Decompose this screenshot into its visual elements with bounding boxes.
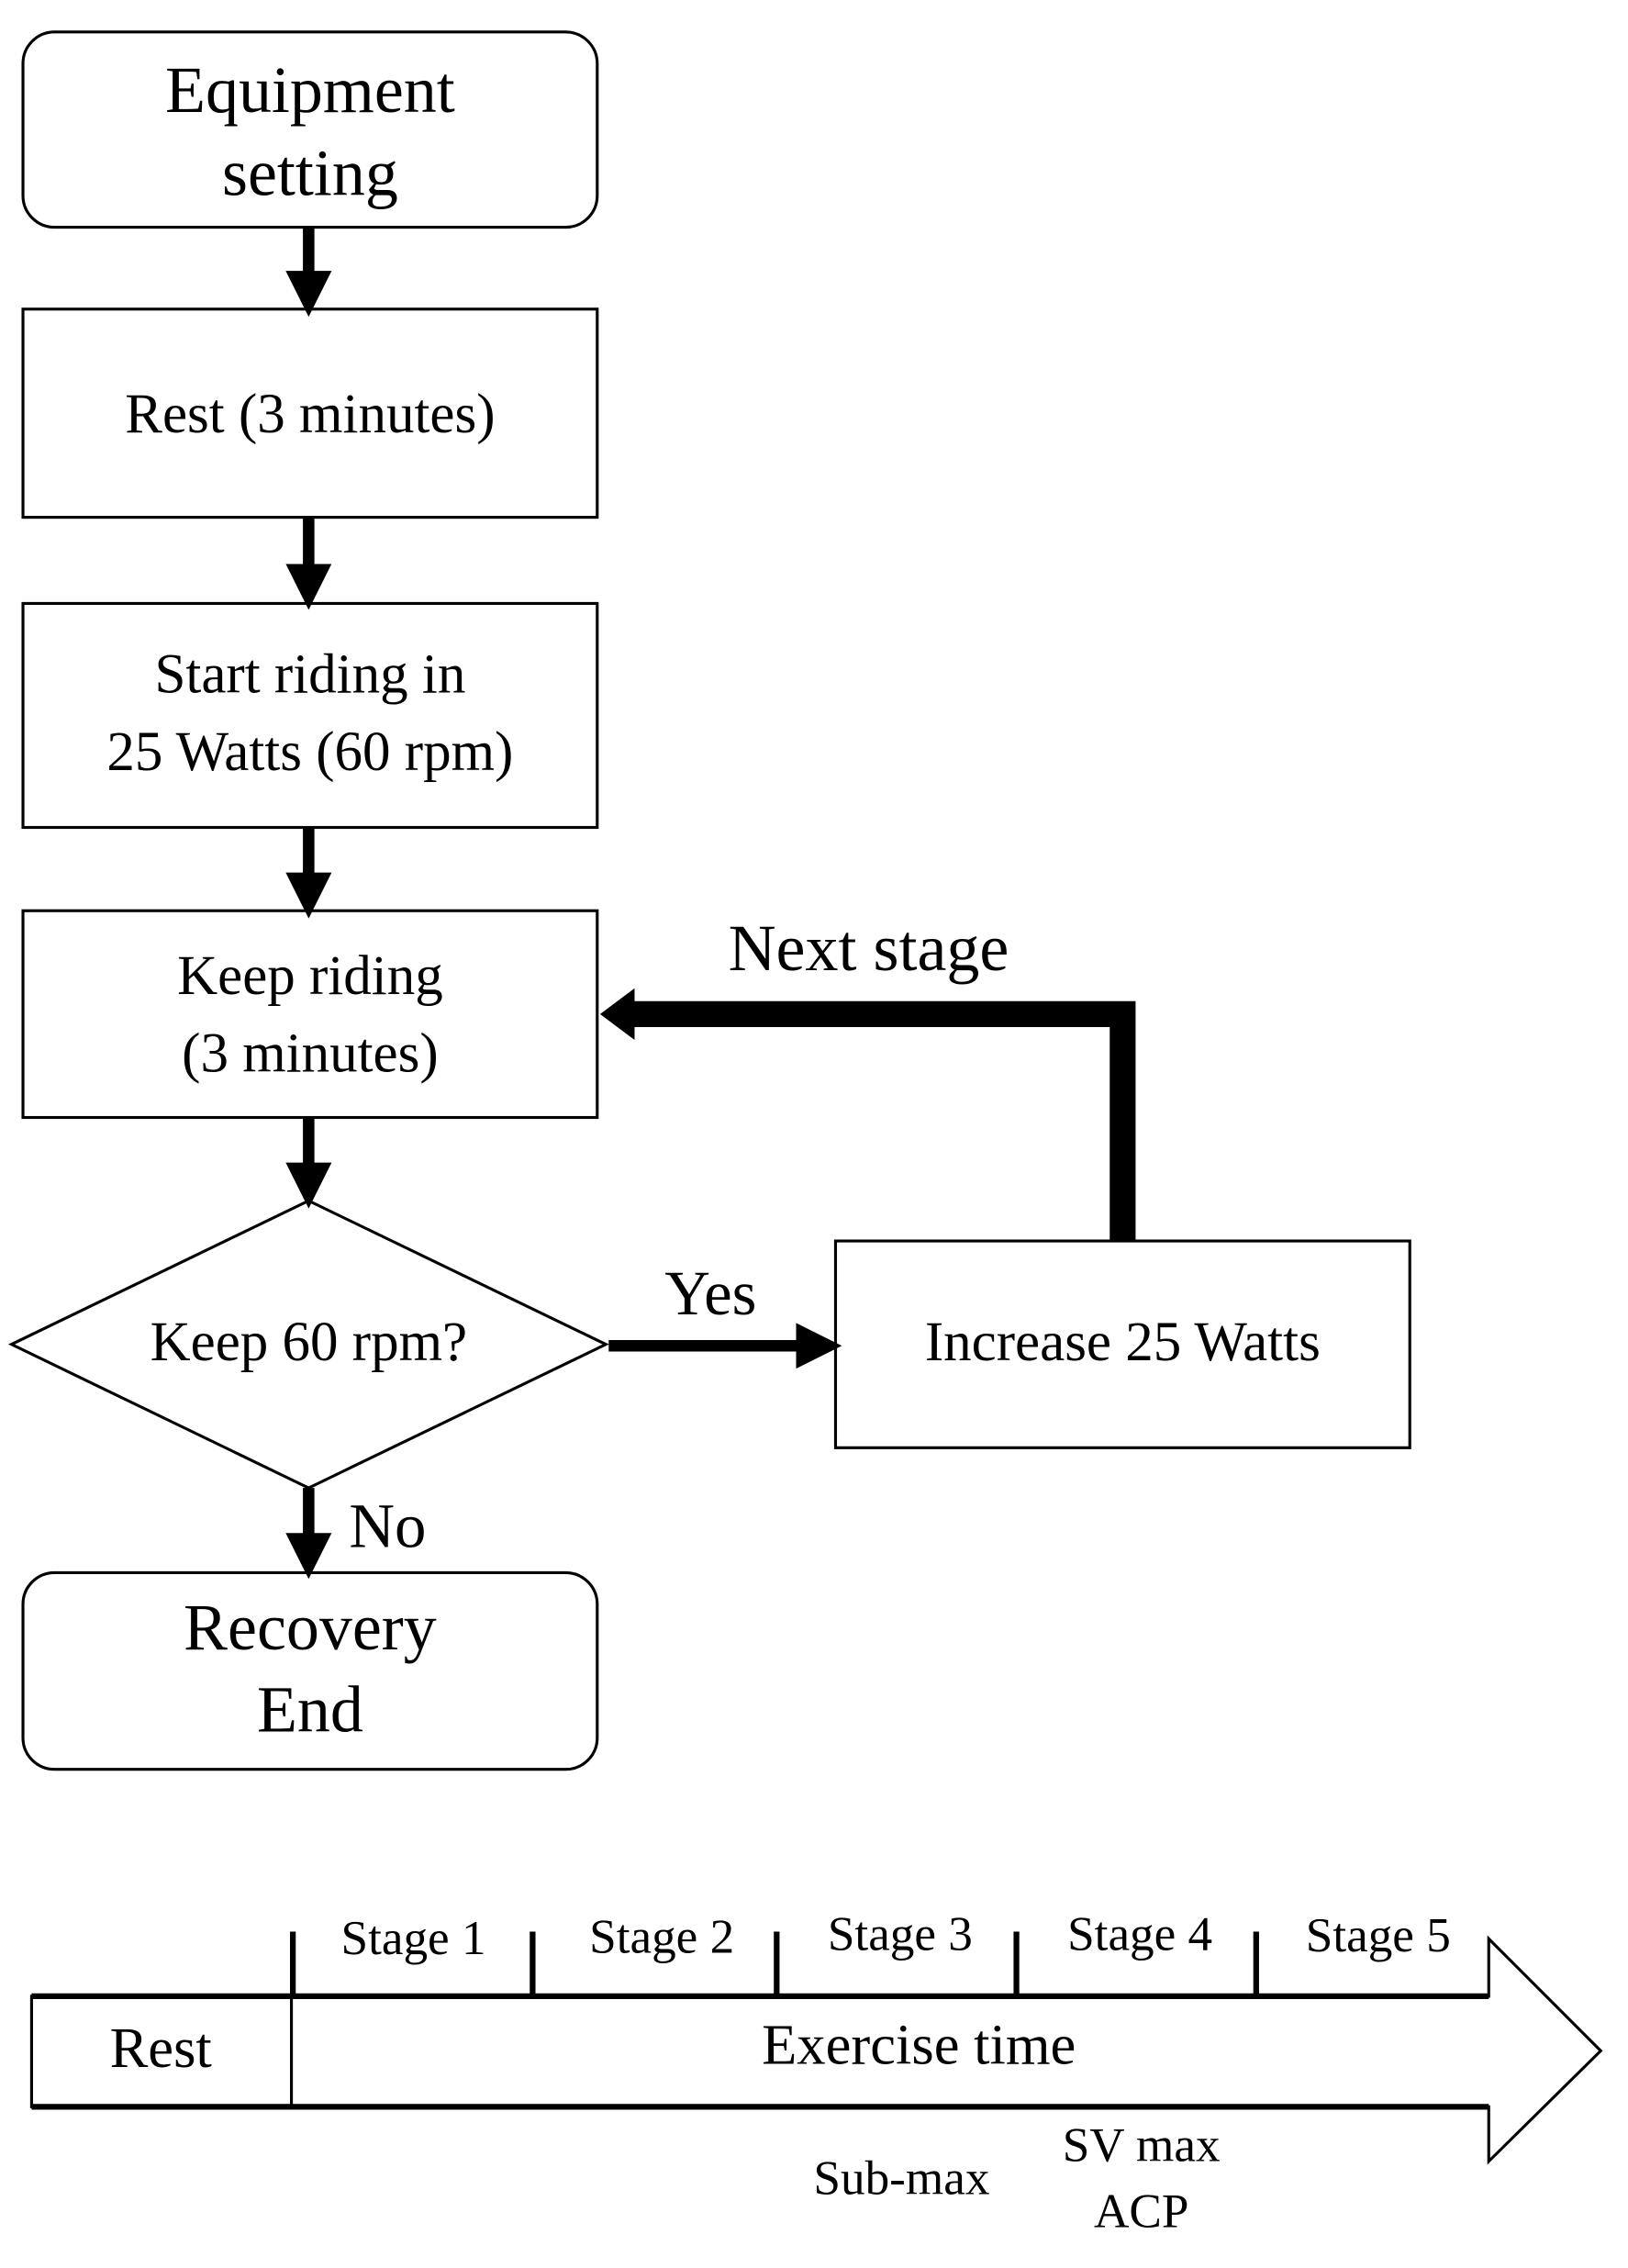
start-riding-box <box>21 601 599 830</box>
increase-text: Increase 25 Watts <box>925 1312 1321 1373</box>
stage-2-label: Stage 2 <box>589 1910 734 1964</box>
no-label: No <box>349 1491 426 1560</box>
timeline-rest-box <box>29 1994 294 2108</box>
equipment-line1: Equipment <box>165 53 455 127</box>
sv-max-label: SV max <box>1063 2117 1221 2172</box>
keep-line1: Keep riding <box>177 945 443 1007</box>
next-stage-label: Next stage <box>729 911 1009 985</box>
recovery-line1: Recovery <box>184 1591 437 1664</box>
exercise-time-label: Exercise time <box>762 2013 1076 2077</box>
start-line2: 25 Watts (60 rpm) <box>106 721 513 783</box>
yes-label: Yes <box>664 1258 756 1328</box>
stage-5-label: Stage 5 <box>1306 1908 1451 1962</box>
recovery-line2: End <box>257 1672 363 1746</box>
stage-3-label: Stage 3 <box>828 1907 973 1961</box>
decision-text: Keep 60 rpm? <box>151 1312 468 1373</box>
rest-box <box>21 307 599 520</box>
rest-text: Rest (3 minutes) <box>125 384 495 445</box>
equipment-line2: setting <box>222 136 398 209</box>
acp-label: ACP <box>1094 2184 1188 2238</box>
timeline-rest-label: Rest <box>110 2016 213 2080</box>
stage-1-label: Stage 1 <box>341 1911 486 1965</box>
next-stage-arrow <box>631 1000 1136 1242</box>
sub-max-label: Sub-max <box>813 2151 989 2205</box>
next-stage-arrowhead <box>599 988 635 1041</box>
keep-line2: (3 minutes) <box>182 1022 439 1084</box>
keep-riding-box <box>21 909 599 1120</box>
start-line1: Start riding in <box>154 643 465 705</box>
stage-4-label: Stage 4 <box>1067 1907 1212 1961</box>
